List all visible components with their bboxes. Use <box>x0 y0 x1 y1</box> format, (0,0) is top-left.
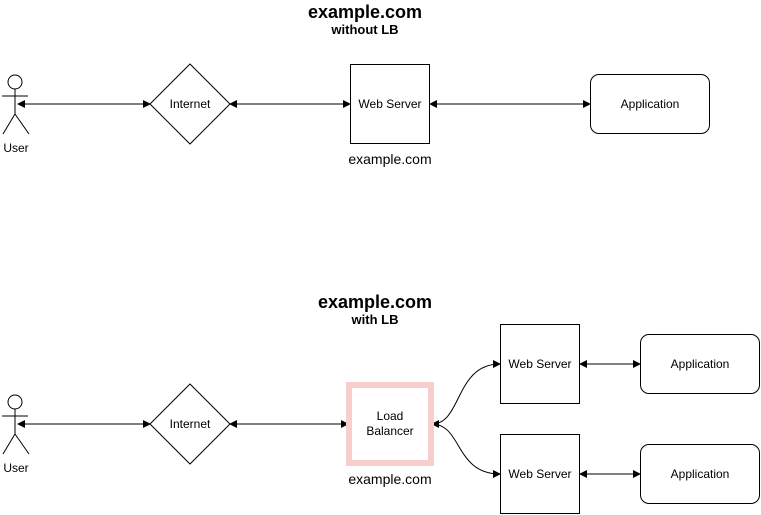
user-label-bottom: User <box>3 461 29 475</box>
internet-label-top: Internet <box>169 97 211 111</box>
internet-node-bottom[interactable] <box>149 383 231 465</box>
diagram-subtitle-bottom: with LB <box>351 312 399 327</box>
web-server-box-2[interactable]: Web Server <box>500 434 580 514</box>
diagram-title-bottom: example.com <box>317 292 433 312</box>
internet-node-top[interactable] <box>149 63 231 145</box>
load-balancer-caption: example.com <box>348 471 432 487</box>
web-server-caption-top: example.com <box>348 151 432 167</box>
application-box-1[interactable]: Application <box>640 334 760 394</box>
diagram-title-top: example.com <box>307 2 423 22</box>
edge-loadbalancer-webserver-2[interactable] <box>431 423 501 478</box>
user-actor-icon-top[interactable] <box>2 74 30 135</box>
web-server-box-top[interactable]: Web Server <box>350 64 430 144</box>
edge-loadbalancer-webserver-1[interactable] <box>431 360 501 428</box>
web-server-box-1[interactable]: Web Server <box>500 324 580 404</box>
user-label-top: User <box>3 141 29 155</box>
user-actor-icon-bottom[interactable] <box>2 394 30 455</box>
application-box-2[interactable]: Application <box>640 444 760 504</box>
diagram-subtitle-top: without LB <box>331 22 399 37</box>
internet-label-bottom: Internet <box>169 417 211 431</box>
load-balancer-box[interactable]: Load Balancer <box>346 382 434 466</box>
application-box-top[interactable]: Application <box>590 74 710 134</box>
